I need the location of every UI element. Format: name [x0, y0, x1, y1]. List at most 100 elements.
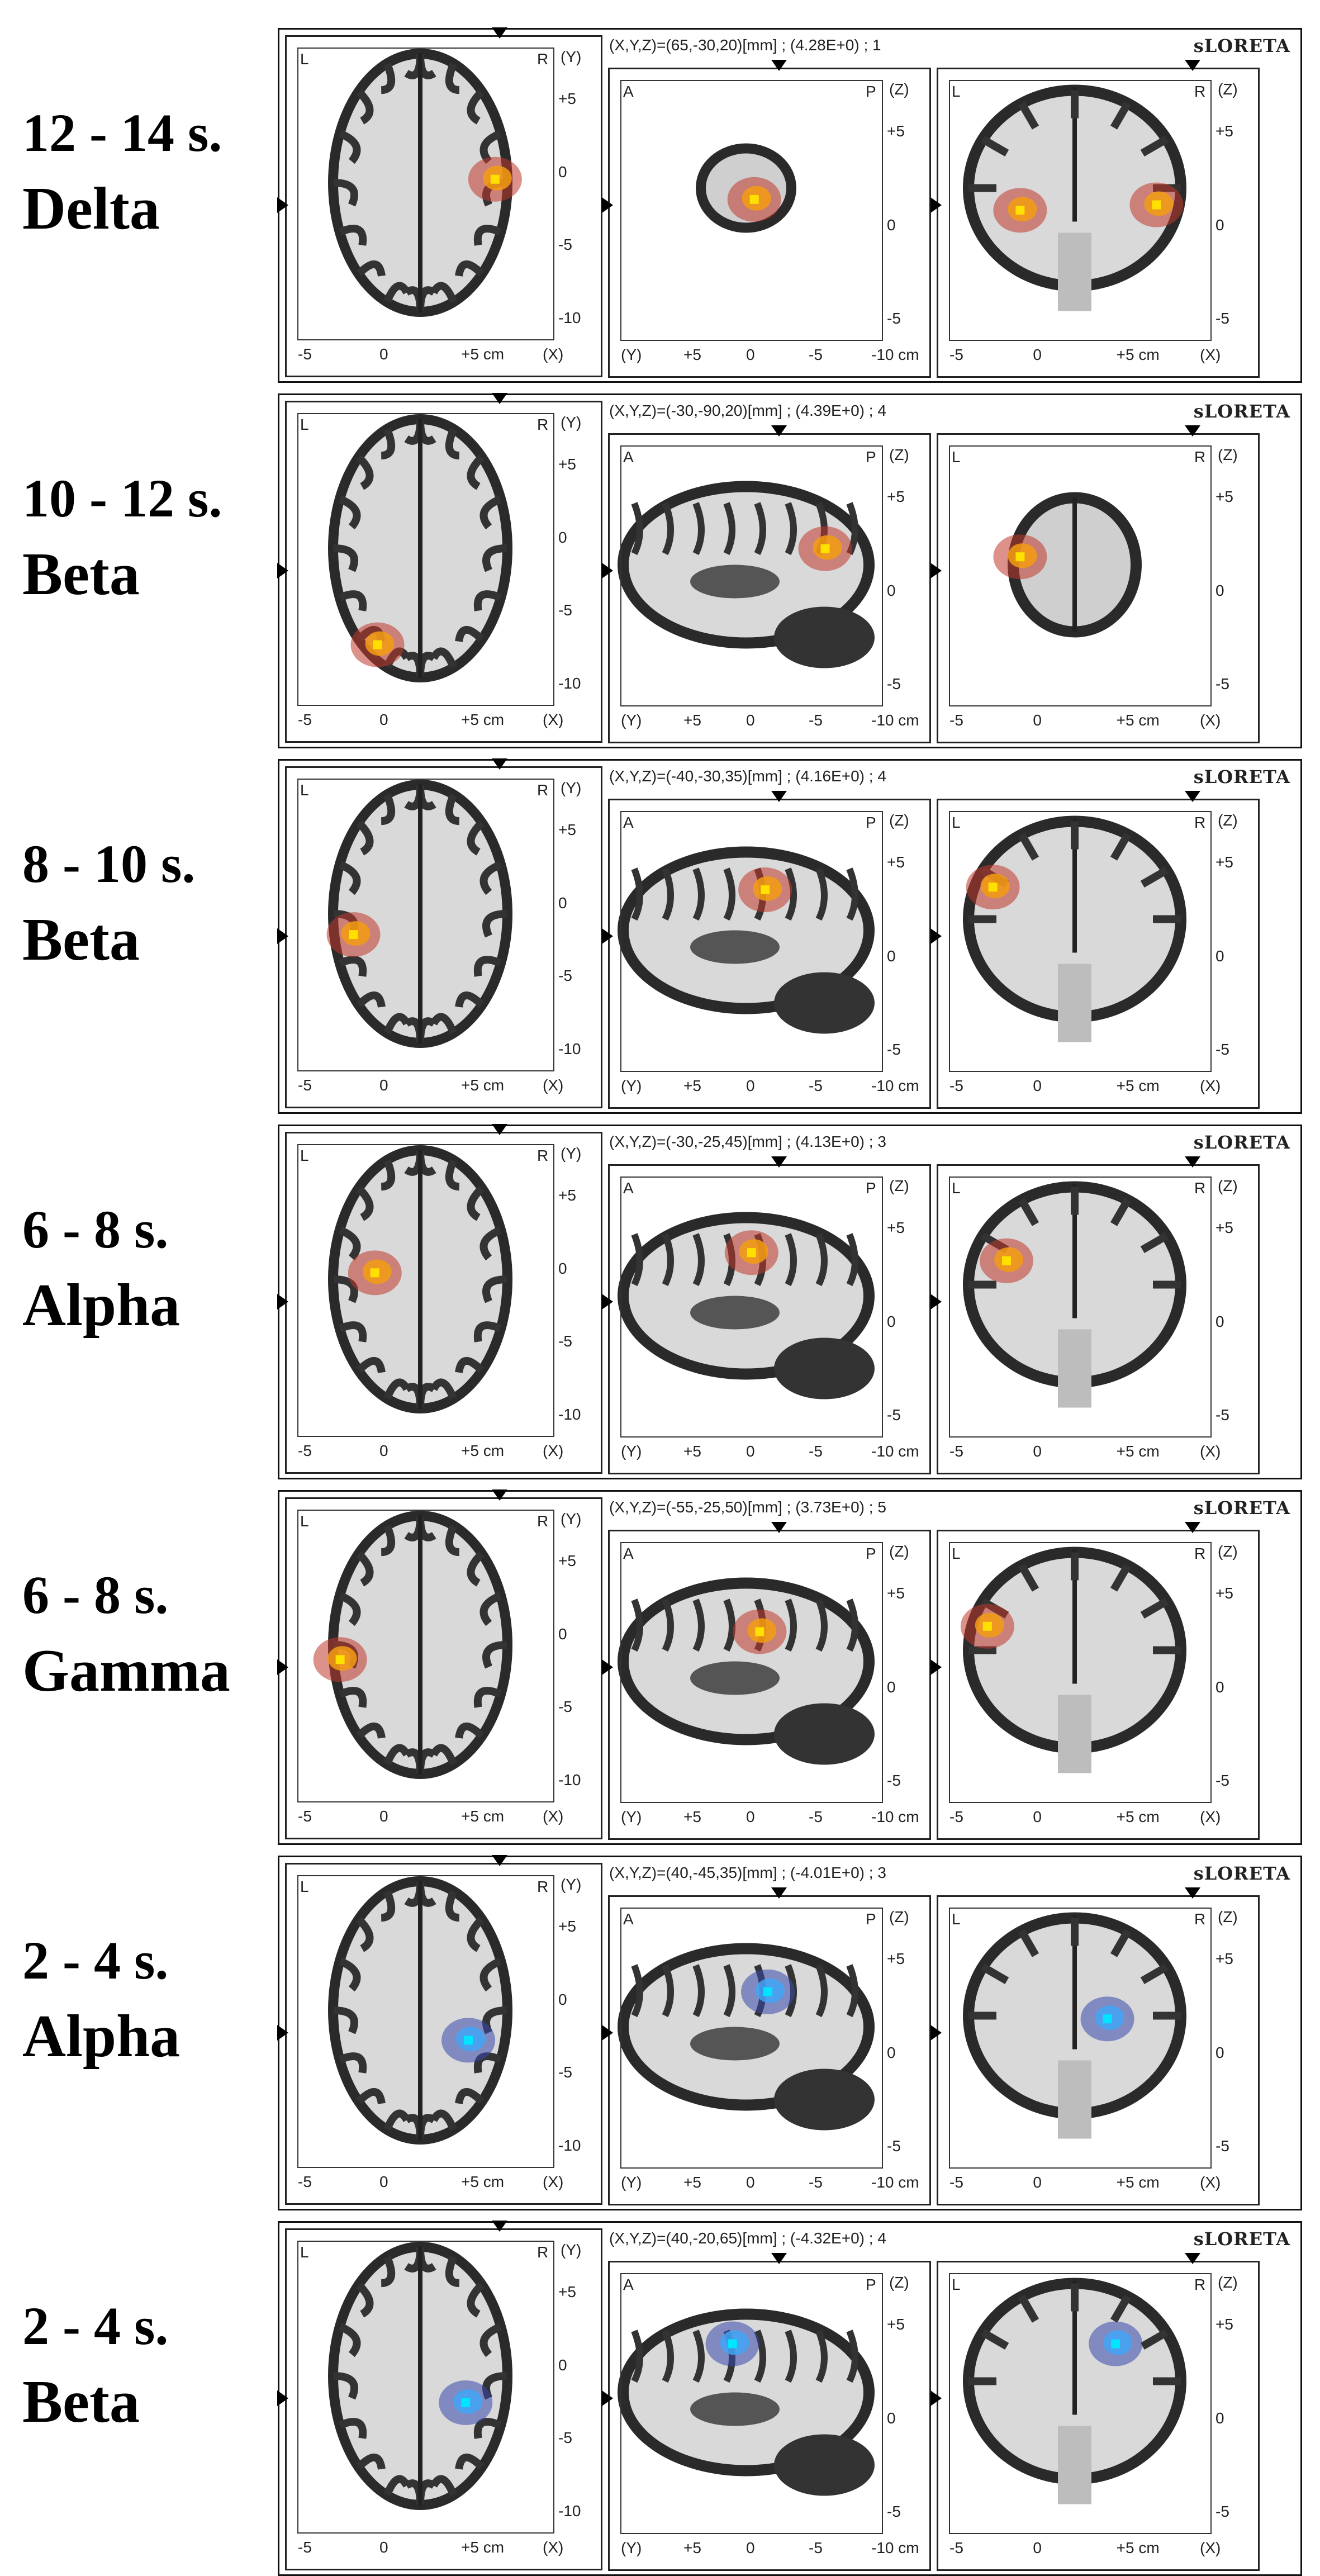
cerebellum: [774, 972, 875, 1034]
brain-white-matter: [629, 1588, 863, 1734]
axis-tick-label: 0: [1033, 1808, 1042, 1825]
cursor-marker[interactable]: [930, 563, 942, 578]
sloreta-logo: sLORETA: [1193, 35, 1290, 56]
cursor-marker[interactable]: [930, 197, 942, 213]
axis-tick-label: 0: [746, 2174, 755, 2191]
gyrus-line: [455, 992, 485, 1008]
cursor-marker[interactable]: [771, 1522, 787, 1533]
cursor-marker[interactable]: [492, 393, 507, 404]
cursor-marker[interactable]: [1185, 2253, 1200, 2264]
cursor-marker[interactable]: [602, 928, 613, 944]
gyrus-line: [467, 1185, 485, 1221]
axis-title: (Z): [1218, 446, 1238, 463]
axis-tick-label: -5: [949, 1808, 963, 1825]
cursor-marker[interactable]: [1185, 1522, 1200, 1533]
gyrus-line: [356, 2454, 386, 2470]
gyrus-line: [381, 62, 396, 94]
cursor-marker[interactable]: [930, 2025, 942, 2041]
axis-tick-label: -5: [887, 2503, 901, 2520]
gyrus-line: [631, 1598, 643, 1652]
gyrus-line: [467, 1551, 485, 1587]
gyrus-line: [339, 1321, 367, 1342]
cursor-marker[interactable]: [277, 1294, 288, 1310]
gyrus-line: [1140, 2328, 1169, 2350]
corner-label-right: R: [537, 50, 549, 68]
result-row: 8 - 10 s.Beta(X,Y,Z)=(-40,-30,35)[mm] ; …: [0, 758, 1320, 1114]
axis-tick-label: 0: [558, 2356, 567, 2374]
activation-blob-peak: [982, 1621, 992, 1631]
coronal-image: [949, 1542, 1212, 1803]
plot-frame: [620, 811, 883, 1072]
cursor-marker[interactable]: [771, 1887, 787, 1899]
cursor-marker[interactable]: [492, 2221, 507, 2232]
corner-label-left: A: [623, 1545, 634, 1562]
cursor-marker[interactable]: [277, 563, 288, 578]
cursor-marker[interactable]: [277, 1659, 288, 1675]
gyrus-line: [631, 1233, 643, 1287]
cursor-marker[interactable]: [602, 1294, 613, 1310]
cursor-marker[interactable]: [930, 928, 942, 944]
cursor-marker[interactable]: [1185, 1887, 1200, 1899]
brain-white-matter: [629, 492, 863, 638]
cursor-marker[interactable]: [602, 2025, 613, 2041]
gyrus-line: [339, 2418, 367, 2439]
cursor-marker[interactable]: [771, 2253, 787, 2264]
axial-image: [297, 48, 554, 340]
axis-tick-label: 0: [1215, 2409, 1224, 2427]
cursor-marker[interactable]: [602, 1659, 613, 1675]
axis-tick-label: (X): [1200, 711, 1221, 729]
cursor-marker[interactable]: [602, 563, 613, 578]
brain-white-matter: [629, 2319, 863, 2465]
corner-label-left: L: [952, 1545, 961, 1562]
gyrus-line: [479, 1226, 502, 1261]
axis-tick-label: +5 cm: [461, 1442, 505, 1459]
axis-tick-label: -5: [809, 1443, 823, 1460]
cerebellum: [774, 1703, 875, 1765]
axis-tick-label: +5 cm: [461, 1076, 505, 1094]
corner-label-left: L: [952, 814, 961, 831]
cursor-marker[interactable]: [930, 1659, 942, 1675]
cursor-marker[interactable]: [1185, 425, 1200, 437]
cursor-marker[interactable]: [492, 1489, 507, 1501]
cursor-marker[interactable]: [1185, 791, 1200, 802]
cursor-marker[interactable]: [1185, 1156, 1200, 1168]
cursor-marker[interactable]: [771, 60, 787, 71]
cursor-marker[interactable]: [771, 1156, 787, 1168]
cursor-marker[interactable]: [277, 2390, 288, 2406]
cursor-marker[interactable]: [277, 928, 288, 944]
gyrus-line: [1110, 1563, 1132, 1592]
cursor-marker[interactable]: [771, 425, 787, 437]
activation-blob-peak: [464, 2036, 473, 2045]
cursor-marker[interactable]: [492, 1124, 507, 1135]
axis-tick-label: +5 cm: [461, 1808, 505, 1825]
cursor-marker[interactable]: [492, 1855, 507, 1866]
cursor-marker[interactable]: [492, 758, 507, 770]
gyrus-line: [815, 1233, 828, 1287]
axial-image: [297, 413, 554, 706]
axis-tick-label: 0: [887, 1678, 896, 1696]
sloreta-logo: sLORETA: [1193, 1863, 1290, 1884]
gyrus-line: [445, 1890, 460, 1922]
time-window-label: 12 - 14 s.: [22, 103, 222, 163]
cursor-marker[interactable]: [277, 2025, 288, 2041]
cursor-marker[interactable]: [602, 197, 613, 213]
cursor-marker[interactable]: [771, 791, 787, 802]
cursor-marker[interactable]: [1185, 60, 1200, 71]
cursor-marker[interactable]: [602, 2390, 613, 2406]
gyrus-line: [723, 502, 735, 556]
sagittal-image: [618, 1176, 883, 1438]
axis-title: (Z): [1218, 80, 1238, 98]
axis-tick-label: -10 cm: [871, 346, 919, 363]
axis-tick-label: 0: [1033, 711, 1042, 729]
axis-tick-label: 0: [887, 1312, 896, 1330]
cursor-marker[interactable]: [930, 1294, 942, 1310]
cursor-marker[interactable]: [492, 27, 507, 39]
gyrus-line: [356, 2088, 386, 2104]
gyrus-line: [631, 502, 643, 556]
cursor-marker[interactable]: [930, 2390, 942, 2406]
cursor-marker[interactable]: [277, 197, 288, 213]
